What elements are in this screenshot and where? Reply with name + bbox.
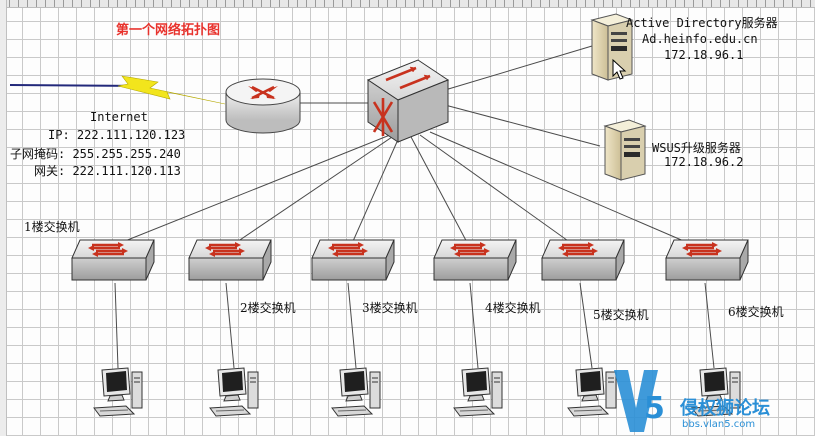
internet-subnet-mask: 子网掩码: 255.255.255.240 [10, 147, 181, 161]
svg-text:5: 5 [644, 391, 665, 426]
link-core-floor3 [349, 134, 401, 249]
ad-server-ip: 172.18.96.1 [664, 48, 744, 62]
link-core-ad-server [444, 45, 593, 91]
ad-server-name: Active Directory服务器 [626, 16, 778, 30]
workstation-pc-icon-6 [691, 367, 741, 417]
watermark-url: bbs.vlan5.com [682, 419, 756, 430]
link-floor5-pc [579, 282, 593, 369]
link-core-floor6 [429, 131, 701, 249]
link-floor1-pc [114, 282, 119, 369]
connection-lines [114, 45, 715, 369]
floor-switch-icon-4 [433, 239, 517, 281]
floor-switch-label-2: 2楼交换机 [240, 301, 296, 315]
workstation-pc-icon-2 [209, 367, 259, 417]
link-floor6-pc [704, 282, 715, 369]
lightning-bolt-icon [117, 75, 226, 105]
workstation-pc-icon-4 [453, 367, 503, 417]
wsus-server-name: WSUS升级服务器 [652, 141, 741, 155]
floor-switch-label-5: 5楼交换机 [593, 308, 649, 322]
link-floor2-pc [225, 282, 235, 369]
internet-ip: IP: 222.111.120.123 [48, 128, 186, 142]
floor-switch-label-4: 4楼交换机 [485, 301, 541, 315]
ad-server-domain: Ad.heinfo.edu.cn [642, 32, 758, 46]
link-floor4-pc [469, 282, 479, 369]
floor-switch-icon-3 [311, 239, 395, 281]
link-core-wsus-server [444, 104, 601, 147]
workstation-pc-icon-1 [93, 367, 143, 417]
link-core-floor1 [114, 134, 391, 246]
internet-link [9, 75, 226, 105]
diagram-title: 第一个网络拓扑图 [116, 23, 221, 38]
link-floor3-pc [347, 282, 357, 369]
router-icon [225, 78, 301, 134]
floor-switch-label-6: 6楼交换机 [728, 305, 784, 319]
floor-switch-icon-6 [665, 239, 749, 281]
internet-gateway: 网关: 222.111.120.113 [34, 164, 181, 178]
core-switch-icon [366, 59, 450, 143]
link-core-floor2 [227, 134, 396, 249]
workstation-pc-icon-5 [567, 367, 617, 417]
floor-switch-icon-2 [188, 239, 272, 281]
cursor-icon [612, 58, 627, 80]
watermark-brand: 侵权狮论坛 [680, 398, 770, 419]
wsus-server-icon [603, 119, 647, 181]
link-core-floor5 [419, 134, 579, 249]
floor-switch-icon-5 [541, 239, 625, 281]
wsus-server-ip: 172.18.96.2 [664, 155, 744, 169]
floor-switch-label-1: 1楼交换机 [24, 220, 80, 234]
internet-label: Internet [90, 110, 148, 124]
floor-switch-label-3: 3楼交换机 [362, 301, 418, 315]
watermark-logo-icon: 5 [614, 370, 665, 432]
workstation-pc-icon-3 [331, 367, 381, 417]
floor-switch-icon-1 [71, 239, 155, 281]
floor-devices [71, 239, 749, 417]
link-core-floor4 [409, 134, 471, 249]
